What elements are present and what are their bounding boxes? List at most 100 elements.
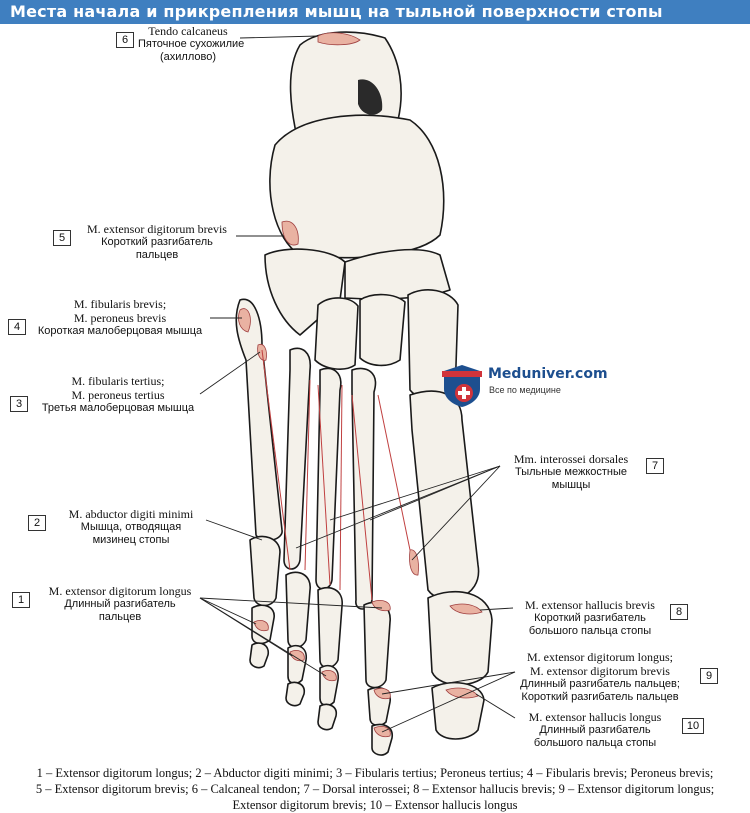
cuneiform-intermediate [359,293,406,367]
label-4-ru1: Короткая малоберцовая мышца [37,325,203,337]
legend-line-2: 5 – Extensor digitorum brevis; 6 – Calca… [35,782,715,796]
attachment-tendo-calcaneus [317,32,361,46]
metatarsal-3 [315,367,342,590]
attachment-interossei-mt1 [409,549,419,576]
attachment-ext-hallucis-brevis [449,603,483,615]
label-1-ru1: Длинный разгибатель [64,598,176,610]
metatarsal-1 [409,390,480,601]
label-7: Mm. interossei dorsales Тыльные межкостн… [498,452,644,492]
label-2-ru2: мизинец стопы [92,534,170,546]
cuneiform-lateral [314,297,359,370]
label-6-ru1: Пяточное сухожилие [138,38,245,50]
label-3: M. fibularis tertius; M. peroneus tertiu… [32,374,204,415]
interossei-fiber-5 [351,394,373,601]
label-9-number: 9 [700,668,718,684]
interossei-fiber-1 [261,349,291,571]
logo-shield-icon [442,365,482,407]
toe5-proximal [249,535,281,607]
label-10-number: 10 [682,718,704,734]
label-1-latin: M. extensor digitorum longus [48,584,192,598]
label-4-number: 4 [8,319,26,335]
metatarsal-2 [351,367,377,610]
label-8-ru2: большого пальца стопы [528,625,652,637]
label-3-ru1: Третья малоберцовая мышца [41,402,195,414]
label-8-latin: M. extensor hallucis brevis [525,598,655,612]
attachment-ext-digitorum-brevis [281,220,299,246]
logo-subtitle: Все по медицине [489,385,561,395]
legend-line-3: Extensor digitorum brevis; 10 – Extensor… [232,798,518,812]
label-8-number: 8 [670,604,688,620]
leader-9b [381,671,516,733]
label-6-latin: Tendo calcaneus [148,24,228,38]
label-7-ru1: Тыльные межкостные [514,466,628,478]
talus-bone [269,114,445,259]
leader-1d [199,597,383,609]
toe4-proximal [285,571,311,649]
attachment-toe3 [321,670,337,682]
leader-6 [239,35,319,39]
toe3-distal [317,703,338,731]
interossei-fiber-3 [317,384,331,586]
label-2-latin: M. abductor digiti minimi [68,507,194,521]
logo-name: Meduniver.com [488,366,608,382]
label-4: M. fibularis brevis; M. peroneus brevis … [28,297,212,338]
label-6-ru2: (ахиллово) [159,51,216,63]
label-7-ru2: мышцы [551,479,591,491]
leader-7d [295,465,501,549]
figure-legend: 1 – Extensor digitorum longus; 2 – Abduc… [0,765,750,813]
attachment-toe5 [253,620,269,632]
label-2-ru1: Мышца, отводящая [80,521,182,533]
interossei-fiber-4 [339,384,343,591]
toe5-distal [249,642,270,669]
leader-7c [411,465,501,561]
leader-1a [199,597,257,625]
label-7-number: 7 [646,458,664,474]
leader-1c [199,597,327,677]
label-8: M. extensor hallucis brevis Короткий раз… [510,598,670,638]
leader-8 [479,607,514,611]
label-10-ru2: большого пальца стопы [533,737,657,749]
label-9-ru1: Длинный разгибатель пальцев; [520,678,680,690]
label-9-ru2: Короткий разгибатель пальцев [521,691,679,703]
legend-line-1: 1 – Extensor digitorum longus; 2 – Abduc… [36,766,714,780]
label-10: M. extensor hallucis longus Длинный разг… [510,710,680,750]
label-4-latin1: M. fibularis brevis; [73,297,167,311]
leader-9a [381,671,516,695]
metatarsal-4 [283,347,312,570]
leader-3 [199,351,261,395]
attachment-ext-hallucis-longus [445,687,479,699]
label-4-latin2: M. peroneus brevis [73,311,167,325]
label-2-number: 2 [28,515,46,531]
label-3-latin2: M. peroneus tertius [71,388,165,402]
leader-10 [475,693,516,719]
label-5-ru1: Короткий разгибатель [101,236,213,248]
label-7-latin: Mm. interossei dorsales [513,452,629,466]
metatarsal-5 [235,298,283,542]
calcaneus-shadow [358,79,383,115]
label-2: M. abductor digiti minimi Мышца, отводящ… [52,507,210,547]
label-5-ru2: пальцев [135,249,179,261]
label-10-latin: M. extensor hallucis longus [528,710,662,724]
label-3-number: 3 [10,396,28,412]
label-9: M. extensor digitorum longus; M. extenso… [510,650,690,704]
label-1-number: 1 [12,592,30,608]
meduniver-logo: Meduniver.com Все по медицине [440,363,608,408]
interossei-fiber-6 [377,394,411,551]
label-1-ru2: пальцев [98,611,142,623]
interossei-fiber-2 [304,379,311,571]
toe4-distal [285,681,306,707]
label-9-latin2: M. extensor digitorum brevis [530,664,670,678]
label-3-latin1: M. fibularis tertius; [71,374,165,388]
label-10-ru1: Длинный разгибатель [539,724,651,736]
label-1: M. extensor digitorum longus Длинный раз… [36,584,204,624]
label-5: M. extensor digitorum brevis Короткий ра… [76,222,238,262]
toe1-proximal [427,590,493,686]
label-9-latin1: M. extensor digitorum longus; [527,650,673,664]
label-8-ru1: Короткий разгибатель [534,612,646,624]
label-5-number: 5 [53,230,71,246]
attachment-toe4 [289,650,305,662]
label-6-number: 6 [116,32,134,48]
leader-7a [329,465,501,521]
label-6: Tendo calcaneus Пяточное сухожилие (ахил… [138,24,245,64]
